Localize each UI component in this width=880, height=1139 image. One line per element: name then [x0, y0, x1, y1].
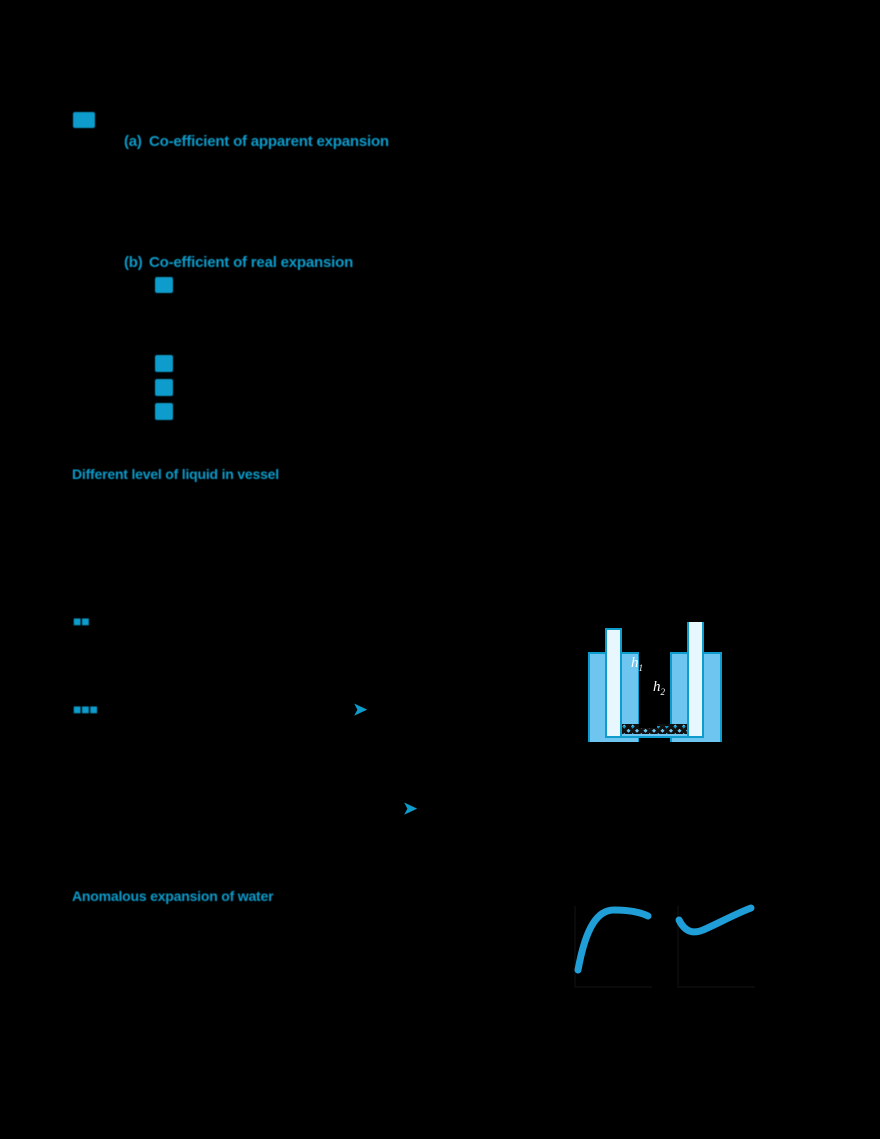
graph-right-x-axis [677, 986, 755, 988]
figure-anomalous-expansion [552, 898, 772, 1008]
redacted-block-2: ■ [155, 355, 173, 372]
h2-subscript: 2 [660, 687, 666, 697]
section-b-label: (b) [124, 254, 143, 271]
graph-left-y-axis [574, 906, 576, 988]
graph-left [552, 898, 657, 1003]
heading-anomalous-expansion: Anomalous expansion of water [72, 888, 274, 904]
tube-left [605, 628, 622, 738]
hatch-bottom [617, 724, 691, 734]
mask-gap [639, 738, 661, 752]
graph-right-y-axis [677, 906, 679, 988]
graph-left-curve [574, 906, 652, 974]
arrow-marker-2: ➤ [403, 799, 418, 818]
height-label-h1: h1 [631, 656, 643, 673]
tube-right [687, 620, 704, 738]
term-label-2: ■■■ [73, 701, 98, 717]
section-a-label: (a) [124, 133, 142, 150]
section-a-title: Co-efficient of apparent expansion [149, 133, 389, 150]
redacted-block-3: ■ [155, 379, 173, 396]
heading-different-levels: Different level of liquid in vessel [72, 466, 279, 482]
height-label-h2: h2 [653, 680, 665, 697]
redacted-block-4: ■ [155, 403, 173, 420]
mask-center [639, 648, 657, 728]
figure-liquid-levels: h1 h2 [575, 592, 725, 752]
h2-letter: h [653, 679, 661, 695]
section-b-title: Co-efficient of real expansion [149, 254, 354, 271]
h1-letter: h [631, 655, 639, 671]
arrow-marker-1: ➤ [353, 700, 368, 719]
section-marker-top: ■ [73, 112, 95, 128]
graph-right [655, 898, 760, 1003]
graph-left-x-axis [574, 986, 652, 988]
redacted-block-1: ■ [155, 277, 173, 293]
h1-subscript: 1 [638, 663, 644, 673]
graph-right-curve [675, 904, 755, 936]
mask-center-top [623, 606, 669, 650]
term-label-1: ■■ [73, 613, 90, 629]
